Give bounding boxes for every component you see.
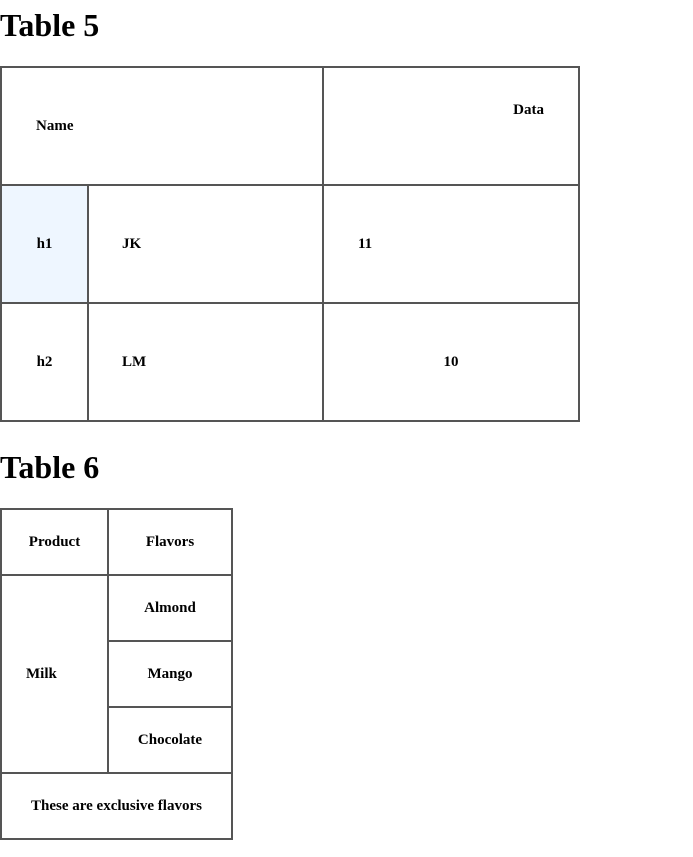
- table-row: Chocolate: [1, 706, 233, 774]
- table6: Product Flavors Milk Almond Mango Chocol…: [0, 508, 233, 840]
- row-label-cell: LM: [87, 302, 324, 422]
- row-header-cell: h2: [0, 302, 89, 422]
- table5: Name Data h1 JK 11 h2 LM 10: [0, 66, 580, 422]
- row-value-cell: 10: [322, 302, 580, 422]
- table-row: Milk Almond: [0, 574, 233, 774]
- row-value-cell: 11: [322, 184, 580, 304]
- row-label-cell: JK: [87, 184, 324, 304]
- flavor-cell: Chocolate: [107, 706, 233, 774]
- flavor-cell: Almond: [107, 574, 233, 642]
- table5-title: Table 5: [0, 7, 100, 43]
- table-row: h2 LM 10: [0, 302, 580, 422]
- footer-cell: These are exclusive flavors: [0, 772, 233, 840]
- product-header-cell: Product: [0, 508, 109, 576]
- flavor-cell: Mango: [107, 640, 233, 708]
- table-header-row: Name Data: [0, 66, 580, 186]
- data-header-cell: Data: [322, 66, 580, 186]
- table-row: Mango: [1, 640, 233, 708]
- row-header-cell: h1: [0, 184, 89, 304]
- table6-title: Table 6: [0, 449, 100, 485]
- table-footer-row: These are exclusive flavors: [0, 772, 233, 840]
- name-header-cell: Name: [0, 66, 324, 186]
- table-header-row: Product Flavors: [0, 508, 233, 576]
- table-row: h1 JK 11: [0, 184, 580, 304]
- product-cell: Milk: [0, 574, 109, 774]
- flavors-header-cell: Flavors: [107, 508, 233, 576]
